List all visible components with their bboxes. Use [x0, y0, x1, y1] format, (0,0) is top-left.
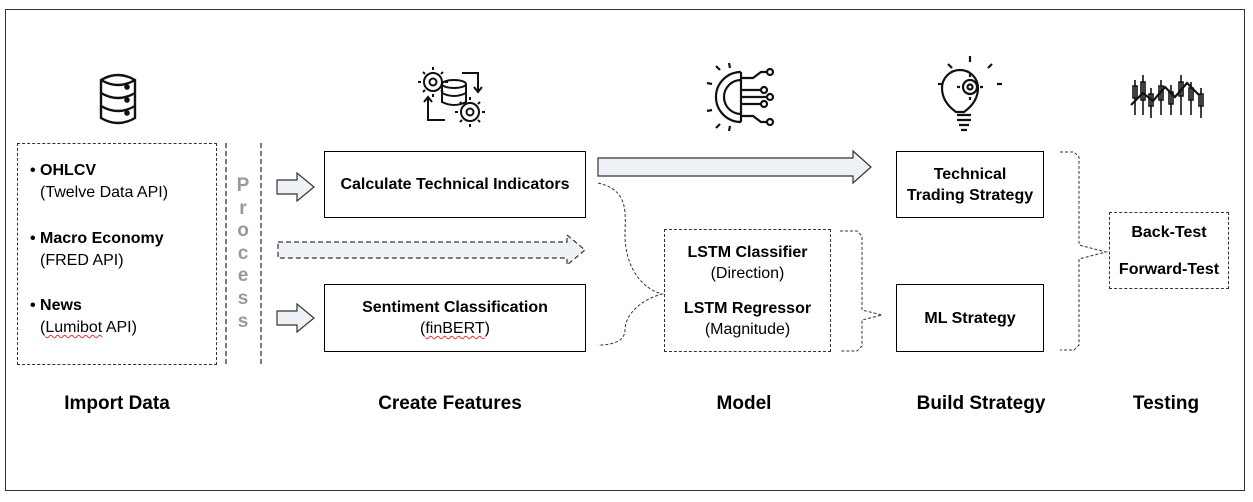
import-item-source: (Twelve Data API) — [40, 184, 169, 201]
process-letter: s — [237, 288, 249, 309]
sub-suffix: ) — [484, 320, 490, 337]
strategy-to-testing-brace — [1060, 151, 1108, 351]
stage-title-import: Import Data — [64, 393, 170, 414]
lightbulb-gear-icon — [938, 56, 1002, 132]
import-item-macro: • Macro Economy (FRED API) — [30, 228, 164, 272]
process-letter: s — [237, 311, 249, 332]
diagram-frame — [5, 9, 1245, 491]
technical-strategy-box: Technical Trading Strategy — [896, 151, 1044, 218]
ml-strategy-label: ML Strategy — [924, 309, 1016, 327]
import-item-title: OHLCV — [40, 162, 97, 179]
lstm-classifier-sub: (Direction) — [710, 264, 785, 282]
source-prefix: ( — [40, 319, 46, 336]
ai-chip-icon — [706, 62, 775, 132]
sub-prefix: ( — [420, 320, 426, 337]
data-processing-icon — [418, 67, 485, 127]
stage-title-testing: Testing — [1132, 393, 1200, 414]
model-to-ml-bracket — [840, 230, 883, 352]
stage-title-strategy: Build Strategy — [916, 393, 1046, 414]
process-letter: o — [237, 220, 249, 241]
import-item-ohlcv: • OHLCV (Twelve Data API) — [30, 160, 168, 204]
model-box: LSTM Classifier (Direction) LSTM Regress… — [664, 229, 831, 352]
source-word: Lumibot — [45, 319, 103, 336]
technical-strategy-line2: Trading Strategy — [906, 186, 1034, 204]
sentiment-classification-box: Sentiment Classification (finBERT) — [324, 284, 586, 352]
forward-test-label: Forward-Test — [1118, 260, 1220, 278]
import-data-box: • OHLCV (Twelve Data API) • Macro Econom… — [17, 143, 217, 365]
technical-strategy-line1: Technical — [933, 165, 1007, 183]
stage-title-model: Model — [716, 393, 772, 414]
arrow-into-sentiment — [276, 302, 315, 334]
technical-indicators-label: Calculate Technical Indicators — [340, 176, 570, 193]
arrow-to-technical-strategy — [597, 149, 872, 185]
sub-word: finBERT — [425, 320, 485, 337]
testing-box: Back-Test Forward-Test — [1109, 212, 1229, 289]
import-item-title: News — [40, 297, 82, 314]
import-item-source: (Lumibot API) — [30, 317, 137, 339]
process-letter: e — [237, 265, 249, 286]
lstm-classifier-label: LSTM Classifier — [687, 243, 808, 261]
features-to-model-brace — [597, 182, 664, 346]
arrow-macro-bypass — [277, 233, 586, 267]
stage-title-features: Create Features — [378, 393, 522, 414]
back-test-label: Back-Test — [1131, 223, 1207, 241]
candlestick-chart-icon — [1130, 75, 1204, 118]
process-letter: P — [236, 175, 250, 196]
technical-indicators-box: Calculate Technical Indicators — [324, 151, 586, 218]
lstm-regressor-sub: (Magnitude) — [704, 320, 791, 338]
sentiment-subtitle: (finBERT) — [420, 318, 490, 339]
arrow-into-technical — [276, 171, 315, 203]
lstm-regressor-label: LSTM Regressor — [683, 299, 812, 317]
source-suffix: API) — [102, 319, 137, 336]
import-item-title: Macro Economy — [40, 230, 164, 247]
import-item-source: (FRED API) — [40, 252, 124, 269]
database-icon — [99, 73, 137, 125]
process-letter: r — [239, 198, 247, 219]
process-letter: c — [237, 243, 249, 264]
import-item-news: • News (Lumibot API) — [30, 295, 137, 339]
ml-strategy-box: ML Strategy — [896, 284, 1044, 352]
sentiment-title: Sentiment Classification — [362, 299, 548, 316]
